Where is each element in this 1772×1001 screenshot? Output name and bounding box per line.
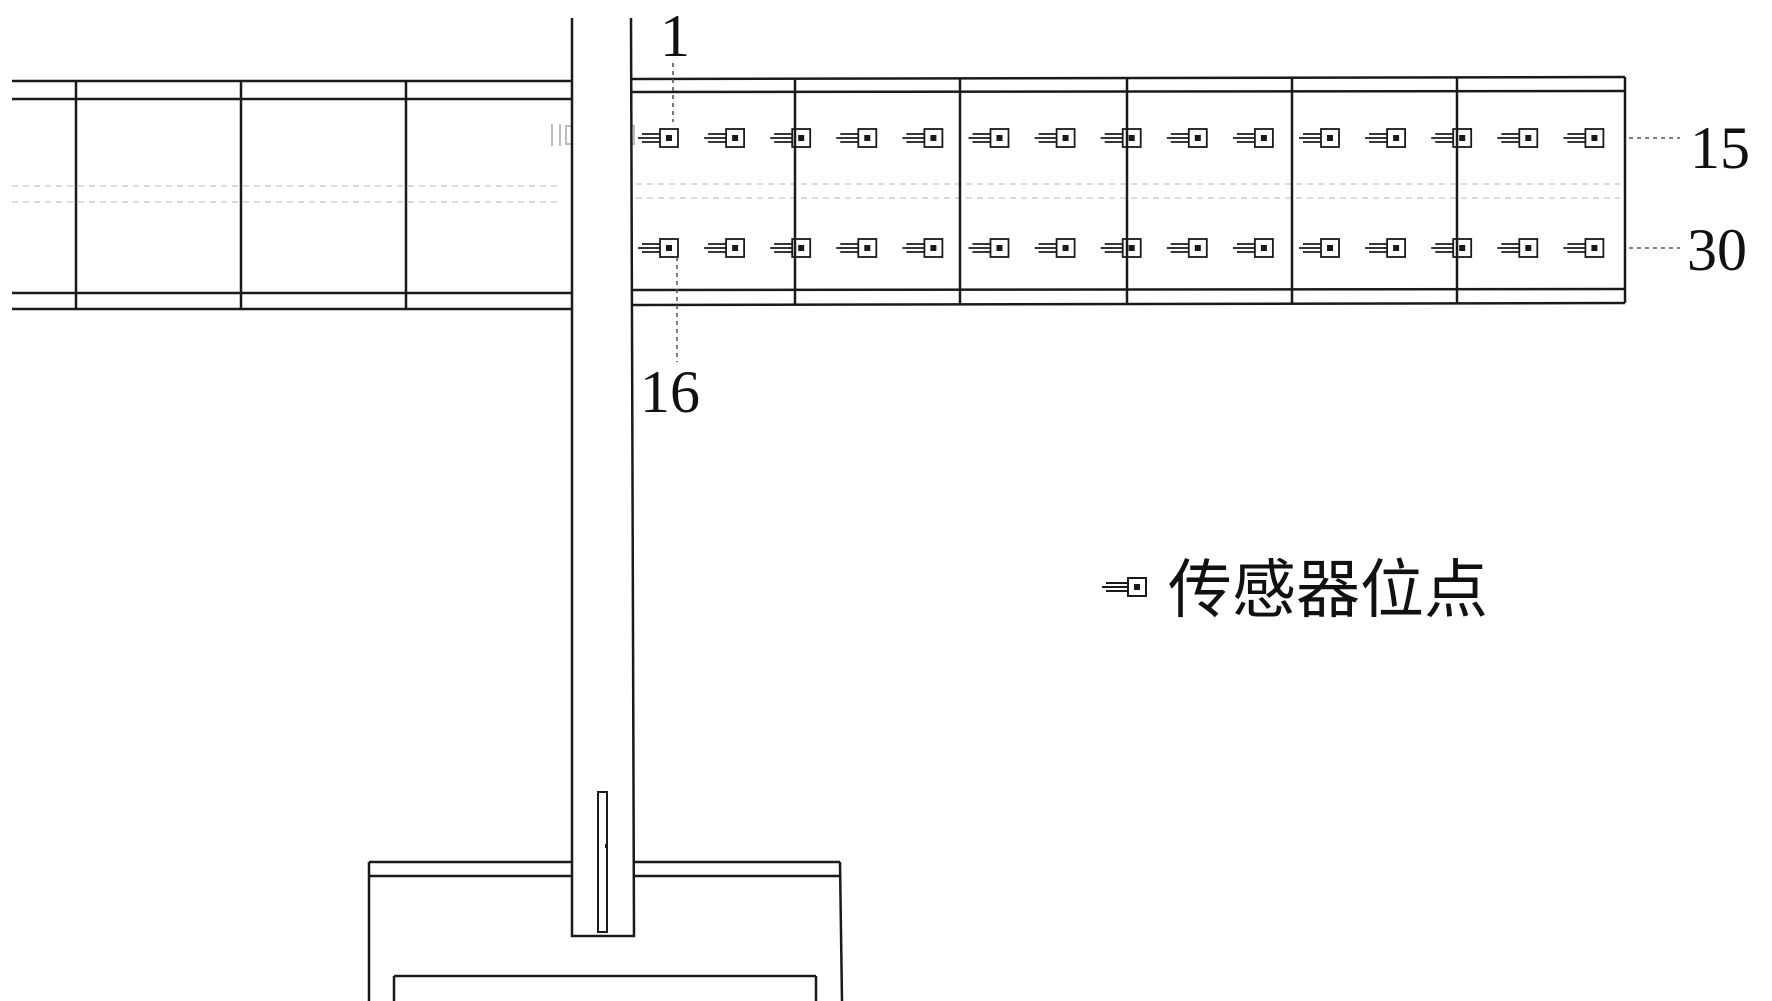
sensor-icon-16 [638, 238, 679, 258]
sensor-icon-10 [1232, 128, 1274, 148]
sensor-icon-4 [836, 128, 878, 148]
sensor-icon-5 [902, 128, 944, 148]
sensor-icon-24 [1166, 238, 1208, 258]
sensor-icon-12 [1365, 128, 1406, 148]
callout-label-16: 16 [640, 359, 700, 425]
sensor-icon-13 [1431, 128, 1473, 148]
sensor-icon-6 [968, 128, 1010, 148]
callout-label-15: 15 [1690, 115, 1750, 181]
sensor-icon-14 [1497, 128, 1539, 148]
sensor-icon-26 [1299, 238, 1340, 258]
sensor-icon-17 [704, 238, 745, 258]
sensor-icon-30 [1563, 238, 1605, 258]
sensor-icon-9 [1166, 128, 1208, 148]
legend-label: 传感器位点 [1168, 554, 1488, 628]
beam-right-span [627, 75, 1627, 307]
sensor-icon-2 [704, 128, 745, 148]
sensor-icon-25 [1232, 238, 1274, 258]
sensor-layer [638, 128, 1605, 258]
sensor-icon-18 [770, 238, 812, 258]
sensor-icon-15 [1563, 128, 1605, 148]
column [570, 17, 636, 938]
beam-left-span [12, 79, 572, 311]
sensor-icon-29 [1497, 238, 1539, 258]
legend: 传感器位点 [1102, 554, 1488, 628]
sensor-icon-19 [836, 238, 878, 258]
sensor-icon-1 [638, 128, 679, 148]
column-slot [597, 791, 608, 933]
sensor-icon-3 [770, 128, 812, 148]
leader-lines [672, 63, 1680, 362]
callout-label-30: 30 [1687, 217, 1747, 283]
sensor-icon-22 [1034, 238, 1076, 258]
sensor-icon-7 [1034, 128, 1076, 148]
sensor-icon-23 [1100, 238, 1142, 258]
beam-faint-lines [12, 183, 1620, 203]
sensor-icon-27 [1365, 238, 1406, 258]
legend-sensor-icon [1102, 577, 1147, 597]
sensor-icon-8 [1100, 128, 1142, 148]
sensor-icon-20 [902, 238, 944, 258]
sensor-icon-11 [1299, 128, 1340, 148]
base-block [367, 860, 844, 1001]
callout-label-1: 1 [660, 3, 690, 69]
sensor-icon-28 [1431, 238, 1473, 258]
sensor-icon-21 [968, 238, 1010, 258]
